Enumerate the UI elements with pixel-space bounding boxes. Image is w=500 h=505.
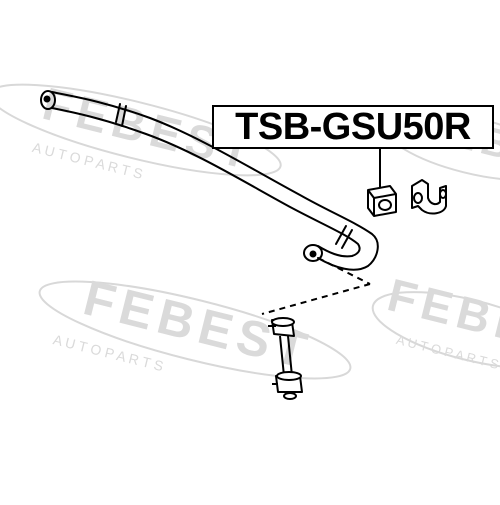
part-number-text: TSB-GSU50R <box>235 106 471 148</box>
stabilizer-link-icon <box>268 317 303 400</box>
part-number-label: TSB-GSU50R <box>212 105 494 149</box>
assembly-dashed-lines <box>261 257 371 315</box>
bracket-icon <box>411 179 447 215</box>
stabilizer-bar-icon <box>40 90 379 271</box>
bushing-icon <box>367 185 397 217</box>
